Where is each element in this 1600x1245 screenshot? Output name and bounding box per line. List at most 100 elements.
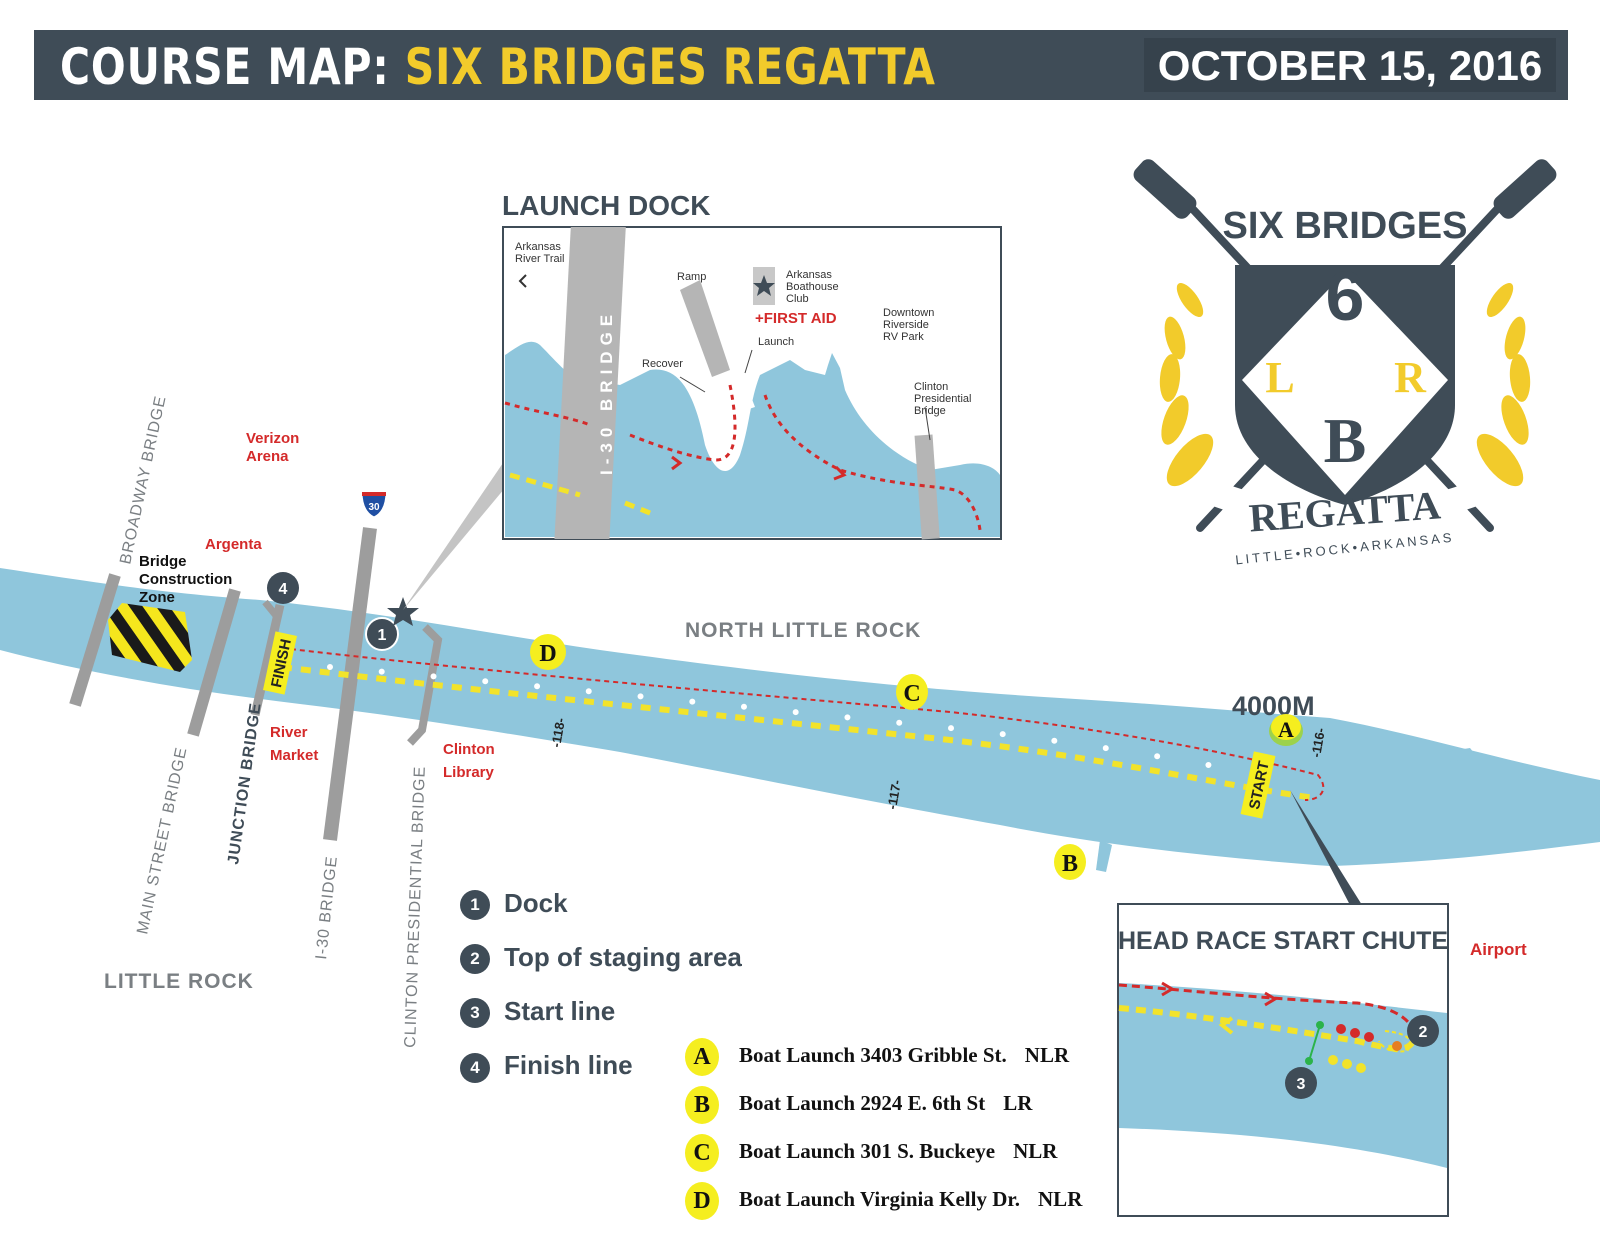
rv-park-label: Downtown Riverside RV Park [883,307,937,343]
junction-bridge [250,604,285,716]
river [0,568,1600,866]
chevron-left-icon [518,274,527,288]
interstate-shield-icon: 30 [361,491,387,518]
event-date: OCTOBER 15, 2016 [1157,42,1543,89]
page-title: COURSE MAP: SIX BRIDGES REGATTA [60,38,936,96]
broadway-bridge [69,573,121,707]
start-line-marker [1285,1067,1317,1099]
river-trail-label: Arkansas River Trail [515,241,565,265]
start-chute-inset: HEAD RACE START CHUTE 2 3 [1117,903,1449,1217]
course-red-line [281,647,1325,801]
inset-red-route-in [504,384,737,462]
broadway-bridge-label: BROADWAY BRIDGE [117,394,169,566]
argenta-label: Argenta [205,536,262,553]
verizon-arena-label: Verizon Arena [246,430,304,465]
mile-marker-118: -118- [548,717,568,749]
laurel-left-icon [1159,282,1214,487]
svg-text:2: 2 [1419,1024,1428,1041]
header-bar: COURSE MAP: SIX BRIDGES REGATTA OCTOBER … [34,30,1568,100]
launch-b-marker: B [1054,844,1086,880]
first-aid-label: +FIRST AID [755,310,837,327]
construction-zone-label: Bridge Construction Zone [139,553,237,606]
title-prefix: COURSE MAP: [60,38,390,96]
river-market-label: River Market [270,724,318,764]
svg-text:1: 1 [378,627,387,644]
clinton-bridge-label: CLINTON PRESIDENTIAL BRIDGE [402,766,429,1049]
start-line [1308,1024,1321,1062]
title-highlight: SIX BRIDGES REGATTA [404,38,936,96]
logo-l: L [1265,353,1294,402]
inset-clinton-bridge [914,434,940,540]
svg-text:30: 30 [368,502,380,513]
recover-label: Recover [642,358,683,370]
main-street-bridge-label: MAIN STREET BRIDGE [134,745,190,935]
i30-bridge [323,527,377,841]
junction-bridge-label: JUNCTION BRIDGE [225,701,265,865]
mile-marker-117: -117- [884,779,904,811]
distance-label: 4000M [1232,691,1315,721]
logo-regatta: REGATTA [1247,482,1442,540]
ramp-label: Ramp [677,271,706,283]
start-chute-callout [1290,790,1362,905]
finish-marker [267,572,299,604]
launch-dock-callout [403,460,520,610]
logo-r: R [1394,353,1427,402]
mile-marker-116: -116- [1308,727,1328,759]
inset-water [505,341,1000,537]
inset-clinton-label: Clinton Presidential Bridge [914,381,975,417]
main-street-bridge [187,588,241,737]
dock-star-icon [387,597,419,626]
launch-d-marker: D [530,634,566,670]
inset-i30-bridge [554,227,626,539]
i30-bridge-label: I-30 BRIDGE [313,855,341,961]
chute-red-line [1118,983,1416,1032]
inset-yellow-line [509,472,656,518]
boathouse-label: Arkansas Boathouse Club [786,269,842,305]
junction-ramp [262,599,281,621]
svg-text:D: D [539,641,556,667]
little-rock-label: LITTLE ROCK [104,970,254,993]
logo-b: B [1324,405,1367,476]
chute-water [1119,983,1447,1168]
svg-text:C: C [903,681,920,707]
launch-c-marker: C [896,674,928,710]
svg-text:4: 4 [279,581,288,598]
clinton-bridge [407,624,443,746]
regatta-logo: SIX BRIDGES 6 L R B REGATTA LITTLE•ROCK•… [1133,159,1557,567]
ramp [680,280,730,377]
svg-text:B: B [1062,851,1078,877]
date-box: OCTOBER 15, 2016 [1144,38,1556,92]
launch-dock-title: LAUNCH DOCK [502,190,710,221]
launch-label: Launch [758,336,794,348]
launch-dock-inset: LAUNCH DOCK I-30 BRIDGE Arkansas River T… [502,190,1002,540]
boathouse-star-icon [753,275,775,296]
start-chute-title: HEAD RACE START CHUTE [1118,927,1448,955]
dock-marker [365,617,399,651]
logo-six-bridges: SIX BRIDGES [1223,205,1468,247]
clinton-library-label: Clinton Library [443,741,499,781]
recover-dock [706,393,722,425]
launch-a-marker: A [1269,714,1303,746]
course-yellow-line [281,664,1316,801]
laurel-right-icon [1476,282,1531,487]
inset-red-route-out [763,394,982,531]
north-little-rock-label: NORTH LITTLE ROCK [685,619,921,642]
inset-i30-label: I-30 BRIDGE [597,309,616,475]
airport-label: Airport [1470,940,1527,959]
svg-text:A: A [1278,717,1294,742]
launch-dock [738,378,755,409]
logo-number: 6 [1326,257,1365,335]
svg-text:3: 3 [1297,1076,1306,1093]
construction-zone [108,603,192,672]
